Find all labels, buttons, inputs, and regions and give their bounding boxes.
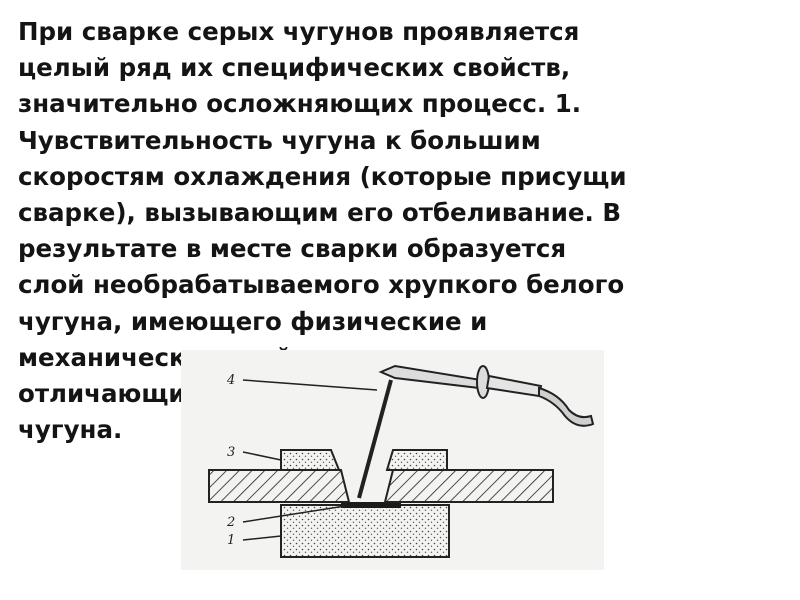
text-line: сварке), вызывающим его отбеливание. В xyxy=(18,198,621,228)
welding-diagram: 4 3 2 1 xyxy=(208,364,595,558)
text-line: результате в месте сварки образуется xyxy=(18,234,567,264)
mould-top-left xyxy=(280,449,341,471)
label-2: 2 xyxy=(226,515,235,530)
holder-cable xyxy=(538,386,595,427)
label-1: 1 xyxy=(227,533,235,548)
left-plate xyxy=(208,469,351,503)
text-line: Чувствительность чугуна к большим xyxy=(18,125,541,155)
label-3: 3 xyxy=(227,445,235,460)
text-line: скоростям охлаждения (которые присущи xyxy=(18,161,627,191)
text-line: слой необрабатываемого хрупкого белого xyxy=(18,270,625,300)
text-line: значительно осложняющих процесс. 1. xyxy=(18,89,582,119)
welding-diagram-figure: 4 3 2 1 xyxy=(181,350,604,570)
leader-1 xyxy=(242,535,282,541)
leader-4 xyxy=(242,379,378,391)
slide-body-text: При сварке серых чугунов проявляется цел… xyxy=(18,14,798,448)
label-4: 4 xyxy=(226,373,235,388)
white-iron-layer xyxy=(341,502,401,508)
leader-2 xyxy=(242,505,346,523)
rod-holder xyxy=(378,364,483,390)
mould-base xyxy=(280,504,450,558)
leader-3 xyxy=(242,451,282,461)
filler-rod xyxy=(357,379,393,499)
mould-top-right xyxy=(385,449,448,471)
text-line: чугуна. xyxy=(18,415,123,445)
holder-handle xyxy=(485,374,543,398)
text-line: чугуна, имеющего физические и xyxy=(18,306,488,336)
text-line: При сварке серых чугунов проявляется xyxy=(18,17,580,46)
right-plate xyxy=(383,469,554,503)
text-line: целый ряд их специфических свойств, xyxy=(18,53,571,83)
